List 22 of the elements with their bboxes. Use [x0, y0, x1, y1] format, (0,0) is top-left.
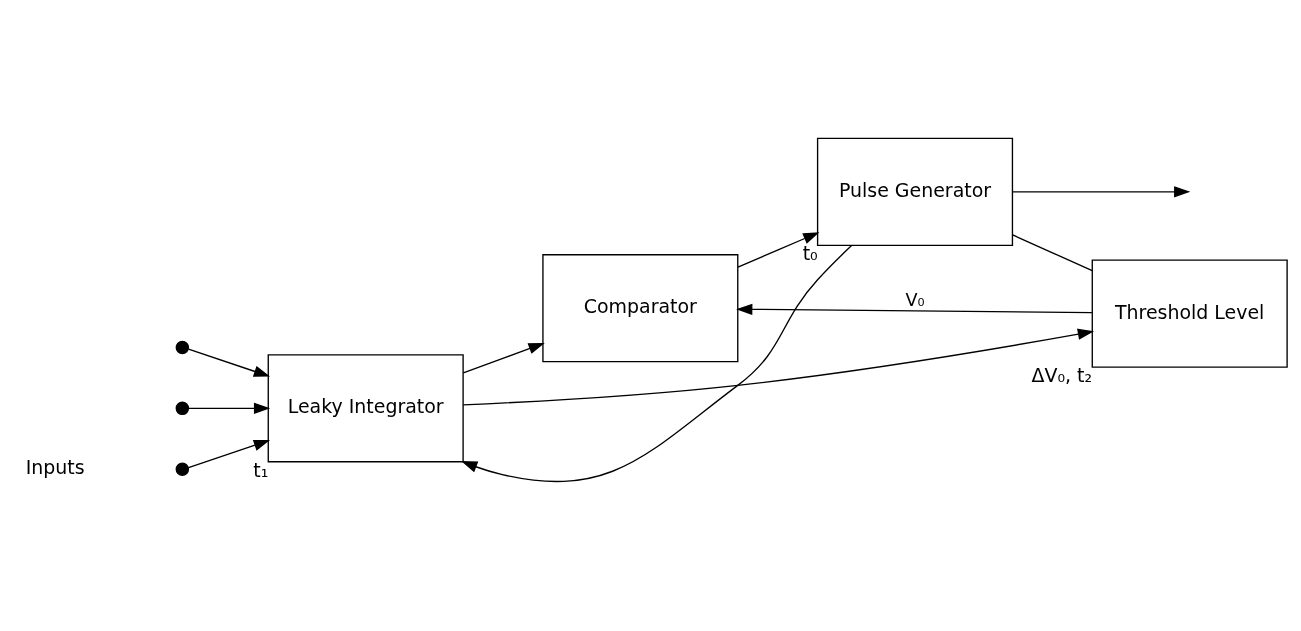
arrow [737, 231, 820, 268]
arrow [1011, 185, 1191, 198]
node-circle [175, 401, 190, 415]
node-label: t₁ [253, 458, 269, 481]
arrow [187, 347, 271, 377]
node-circle [175, 461, 190, 476]
arrow [461, 244, 853, 482]
node-box: Pulse Generator [816, 137, 1014, 246]
node-circle [175, 340, 190, 354]
edge-label: V₀ [905, 289, 925, 310]
arrow [187, 402, 271, 414]
arrow [187, 439, 271, 468]
node-box: Leaky Integrator [267, 353, 464, 462]
node-label: t₀ [802, 241, 818, 264]
arrow [462, 328, 1095, 406]
connector [1011, 233, 1093, 271]
arrow [462, 342, 545, 374]
node-label: ΔV₀, t₂ [1031, 363, 1093, 386]
label: Inputs [25, 455, 85, 478]
node-box: Comparator [542, 253, 739, 362]
node-box: Threshold Level [1091, 259, 1288, 368]
arrow [736, 303, 1093, 315]
